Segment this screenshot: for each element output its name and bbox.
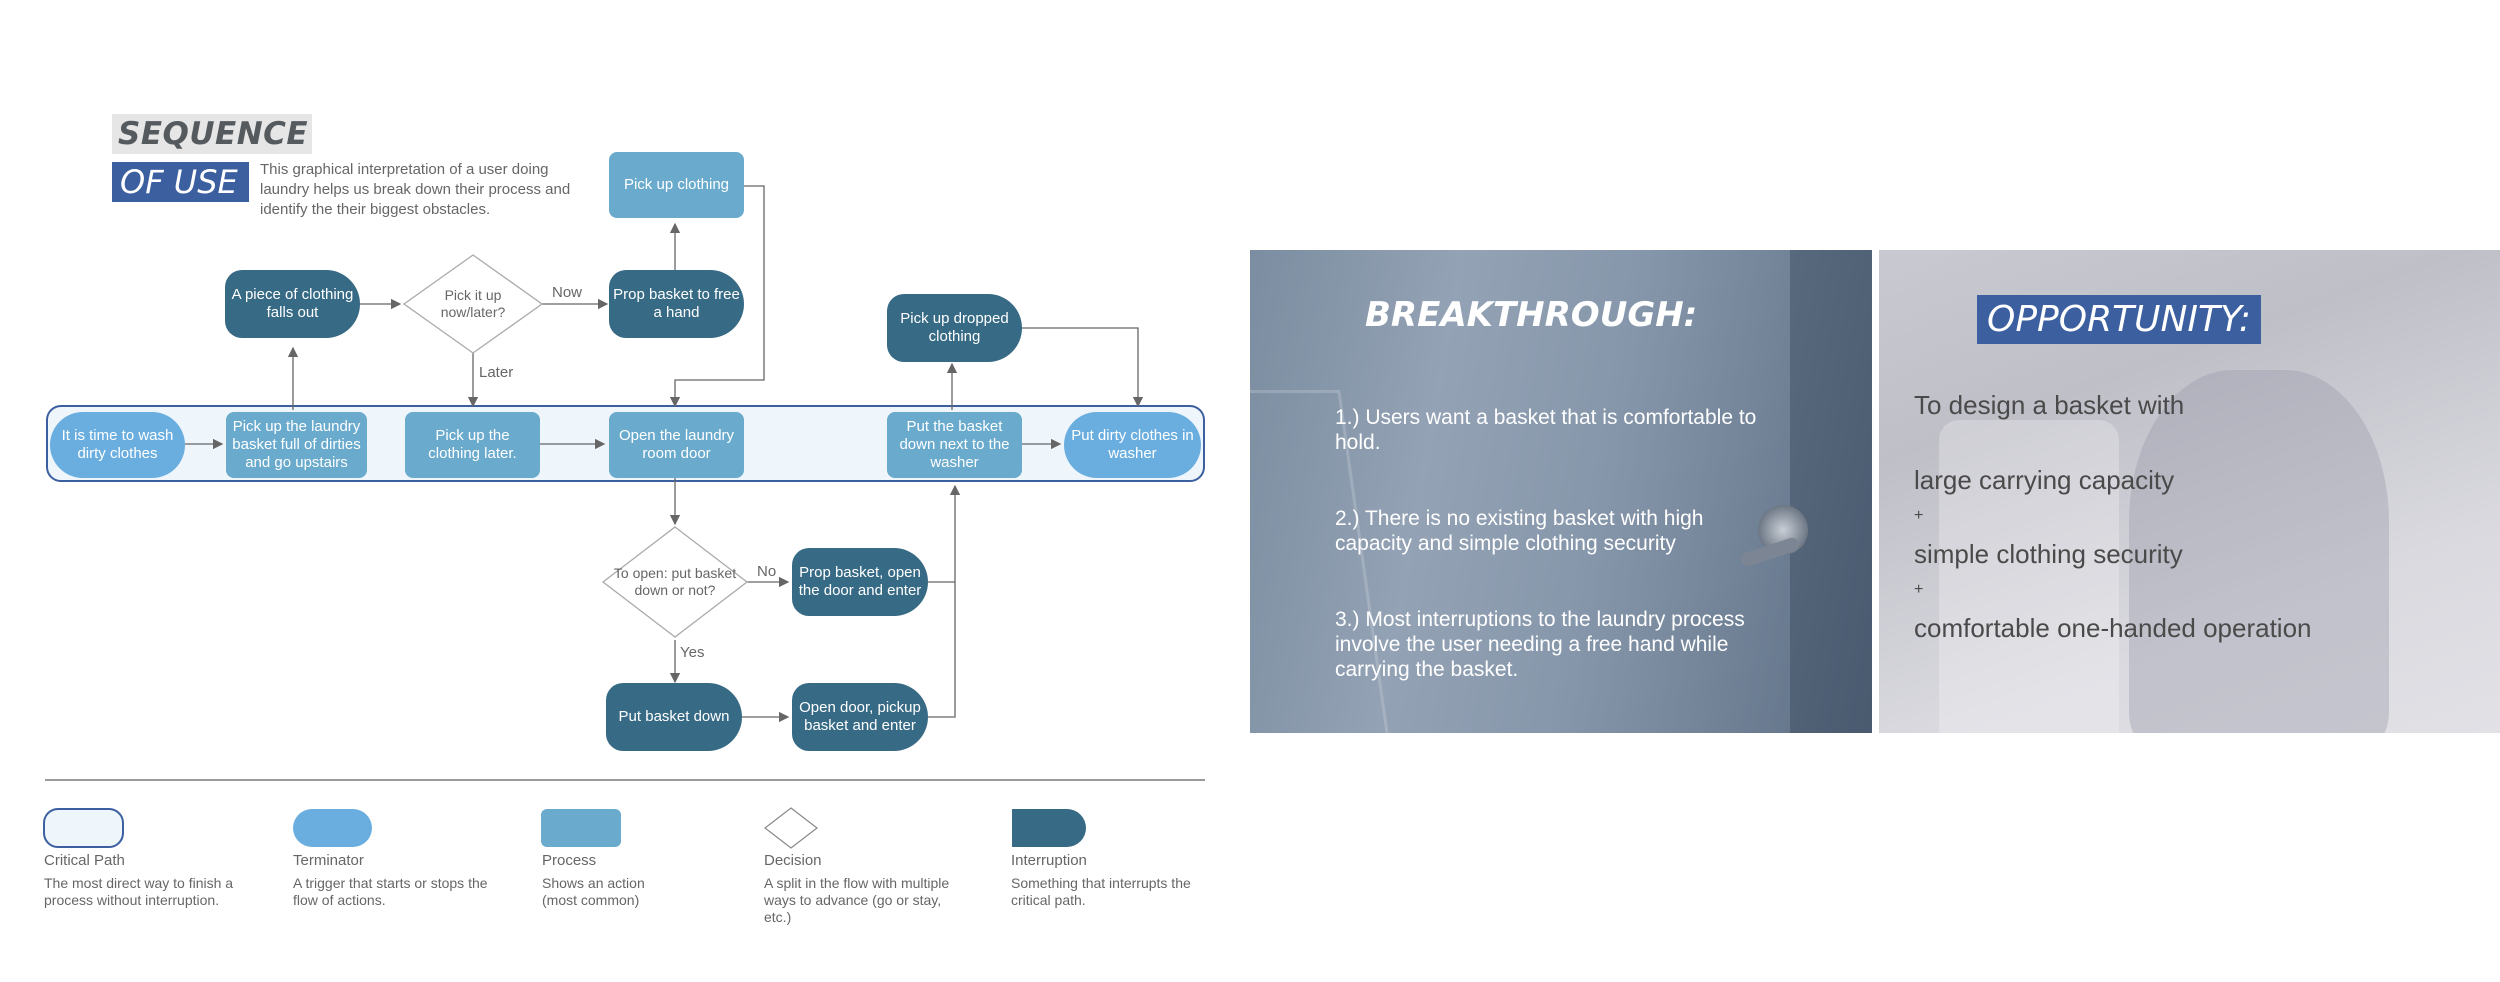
breakthrough-item-1: 1.) Users want a basket that is comforta… bbox=[1335, 406, 1757, 454]
decision-diamond-open bbox=[601, 526, 749, 638]
legend-critical-path-shape bbox=[43, 808, 124, 848]
opportunity-item-2: simple clothing security bbox=[1914, 539, 2183, 569]
node-wash: It is time to wash dirty clothes bbox=[50, 412, 185, 478]
node-open-pickup: Open door, pickup basket and enter bbox=[792, 683, 928, 751]
legend-decision: Decision A split in the flow with multip… bbox=[764, 852, 964, 926]
breakthrough-item-2: 2.) There is no existing basket with hig… bbox=[1335, 507, 1704, 555]
node-pickup-clothing: Pick up clothing bbox=[609, 152, 744, 218]
legend-process-title: Process bbox=[542, 852, 597, 869]
edge-label-now: Now bbox=[552, 284, 583, 301]
edge-label-no: No bbox=[757, 563, 777, 580]
node-put-down: Put basket down bbox=[606, 683, 742, 751]
opportunity-plus-1: + bbox=[1914, 507, 1924, 524]
title-sequence: SEQUENCE bbox=[118, 116, 309, 152]
legend-critical-path-desc: The most direct way to finish a process … bbox=[44, 875, 234, 908]
decision-open-text: To open: put basket down or not? bbox=[613, 565, 737, 598]
node-prop-free: Prop basket to free a hand bbox=[609, 270, 744, 338]
legend-shapes bbox=[43, 807, 1086, 849]
opportunity-item-1: large carrying capacity bbox=[1914, 465, 2175, 495]
decision-diamond-pick bbox=[402, 254, 544, 354]
legend-process-desc: Shows an action (most common) bbox=[542, 875, 645, 908]
legend-interruption: Interruption Something that interrupts t… bbox=[1011, 852, 1211, 909]
title-of-use-block: OF USE bbox=[112, 162, 249, 202]
node-pickup-basket: Pick up the laundry basket full of dirti… bbox=[226, 412, 367, 478]
door-edge-graphic bbox=[1790, 250, 1872, 733]
legend-critical-path: Critical Path The most direct way to fin… bbox=[44, 852, 284, 909]
title-sequence-block: SEQUENCE bbox=[112, 114, 312, 154]
edge-label-yes: Yes bbox=[680, 644, 705, 661]
legend-terminator-desc: A trigger that starts or stops the flow … bbox=[293, 875, 488, 908]
node-open-door: Open the laundry room door bbox=[609, 412, 744, 478]
breakthrough-panel: BREAKTHROUGH: 1.) Users want a basket th… bbox=[1250, 250, 1872, 733]
legend-interruption-title: Interruption bbox=[1011, 852, 1087, 869]
node-pickup-later: Pick up the clothing later. bbox=[405, 412, 540, 478]
node-falls-out: A piece of clothing falls out bbox=[225, 270, 360, 338]
opportunity-plus-2: + bbox=[1914, 581, 1924, 598]
legend-process-shape bbox=[541, 809, 621, 847]
opportunity-lead: To design a basket with bbox=[1914, 390, 2185, 420]
edge-label-later: Later bbox=[479, 364, 514, 381]
legend-process: Process Shows an action (most common) bbox=[542, 852, 662, 909]
legend-decision-shape bbox=[764, 807, 818, 849]
legend-decision-desc: A split in the flow with multiple ways t… bbox=[764, 875, 950, 925]
flow-connectors bbox=[46, 185, 1205, 723]
legend-terminator-title: Terminator bbox=[293, 852, 364, 869]
title-of-use: OF USE bbox=[120, 163, 238, 201]
legend-divider bbox=[45, 779, 1205, 781]
node-pickup-dropped: Pick up dropped clothing bbox=[887, 294, 1022, 362]
opportunity-item-3: comfortable one-handed operation bbox=[1914, 613, 2312, 643]
legend-terminator: Terminator A trigger that starts or stop… bbox=[293, 852, 493, 909]
legend-interruption-desc: Something that interrupts the critical p… bbox=[1011, 875, 1191, 908]
opportunity-panel: OPPORTUNITY: To design a basket with lar… bbox=[1879, 250, 2500, 733]
legend-critical-path-title: Critical Path bbox=[44, 852, 125, 869]
node-put-down-washer: Put the basket down next to the washer bbox=[887, 412, 1022, 478]
node-put-in-washer: Put dirty clothes in washer bbox=[1064, 412, 1201, 478]
person-graphic bbox=[2129, 370, 2389, 733]
breakthrough-title: BREAKTHROUGH: bbox=[1365, 295, 1698, 335]
decision-pick-text: Pick it up now/later? bbox=[440, 287, 506, 320]
opportunity-title: OPPORTUNITY: bbox=[1977, 295, 2261, 344]
legend-decision-title: Decision bbox=[764, 852, 822, 869]
node-prop-open: Prop basket, open the door and enter bbox=[792, 548, 928, 616]
opportunity-title-block: OPPORTUNITY: bbox=[1977, 295, 2261, 344]
legend-interruption-shape bbox=[1012, 809, 1086, 847]
breakthrough-item-3: 3.) Most interruptions to the laundry pr… bbox=[1335, 608, 1745, 681]
intro-text: This graphical interpretation of a user … bbox=[260, 161, 571, 218]
legend-terminator-shape bbox=[293, 809, 372, 847]
washer-graphic bbox=[1939, 420, 2119, 733]
